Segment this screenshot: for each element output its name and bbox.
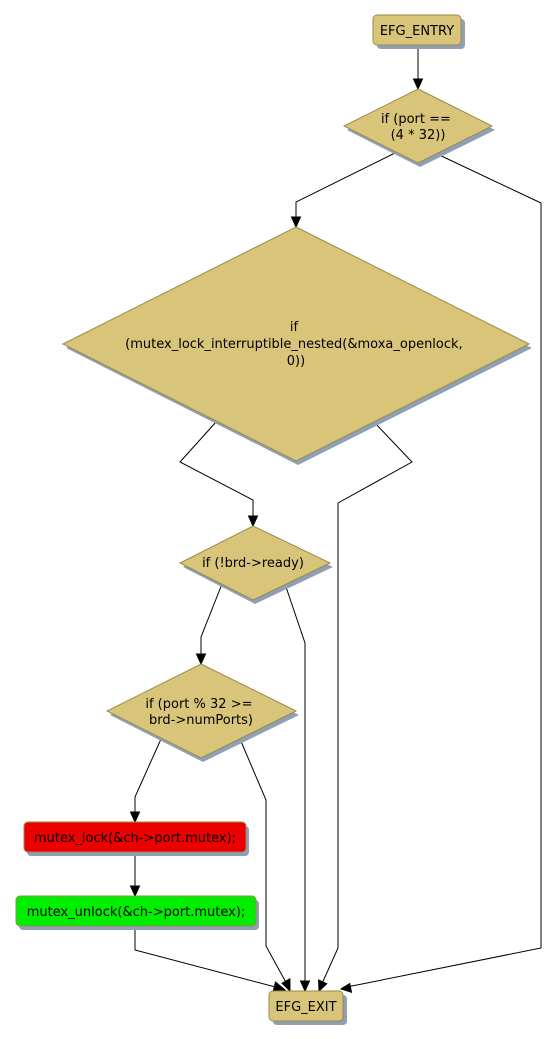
exit-box [268, 990, 344, 1022]
entry-label: EFG_ENTRY [380, 24, 454, 39]
port-check-label: if (port == (4 * 32)) [381, 112, 455, 143]
lock-label: mutex_lock(&ch->port.mutex); [34, 831, 236, 846]
node-ready-check[interactable]: if (!brd->ready) [178, 525, 333, 604]
numports-check-diamond [105, 663, 298, 759]
edge-mutex-check-to-exit [319, 421, 413, 989]
arrowhead [339, 982, 353, 994]
lock-box [23, 821, 247, 853]
unlock-label: mutex_unlock(&ch->port.mutex); [27, 905, 246, 920]
ready-check-label: if (!brd->ready) [202, 556, 304, 571]
arrowhead [129, 885, 141, 898]
numports-check-label: if (port % 32 >= brd->numPorts) [145, 697, 256, 728]
node-numports-check[interactable]: if (port % 32 >= brd->numPorts) [105, 663, 299, 762]
node-efg-entry[interactable]: EFG_ENTRY [372, 14, 465, 49]
node-efg-exit[interactable]: EFG_EXIT [268, 990, 347, 1025]
edge-mutex-check-to-ready-check [179, 421, 254, 523]
exit-label: EFG_EXIT [275, 1000, 336, 1015]
arrowhead [272, 981, 287, 992]
port-check-line-1: if (port == [381, 112, 451, 127]
edge-numports-check-to-lock [134, 738, 162, 819]
node-port-check[interactable]: if (port == (4 * 32)) [342, 88, 495, 167]
edge-numports-check-to-exit [239, 738, 290, 989]
entry-box [372, 14, 462, 46]
arrowhead [281, 977, 291, 993]
port-check-line-2: (4 * 32)) [391, 128, 446, 143]
mutex-check-line-3: 0)) [287, 354, 305, 369]
edge-ready-check-to-numports-check [200, 583, 223, 661]
arrowhead [299, 980, 311, 993]
numports-check-line-2: brd->numPorts) [149, 713, 253, 728]
node-mutex-check[interactable]: if (mutex_lock_interruptible_nested(&mox… [61, 226, 532, 465]
edge-ready-check-to-exit [284, 583, 306, 985]
edge-port-check-to-exit [341, 152, 542, 989]
node-mutex-unlock[interactable]: mutex_unlock(&ch->port.mutex); [15, 895, 259, 930]
arrowhead [247, 515, 259, 528]
arrowhead [290, 216, 302, 229]
mutex-check-diamond [61, 226, 531, 462]
edge-unlock-to-exit [134, 928, 284, 990]
ready-check-diamond [178, 525, 332, 601]
unlock-box [15, 895, 257, 927]
mutex-check-line-1: if [290, 320, 299, 335]
arrowhead [195, 653, 207, 666]
arrowhead [129, 811, 141, 824]
node-mutex-lock[interactable]: mutex_lock(&ch->port.mutex); [23, 821, 249, 856]
numports-check-line-1: if (port % 32 >= [145, 697, 252, 712]
mutex-check-label: if (mutex_lock_interruptible_nested(&mox… [125, 320, 467, 369]
edge-port-check-to-mutex-check [295, 152, 396, 224]
arrowhead [318, 979, 328, 993]
edges [129, 46, 542, 994]
port-check-diamond [342, 88, 494, 164]
arrowhead [412, 78, 424, 91]
mutex-check-line-2: (mutex_lock_interruptible_nested(&moxa_o… [125, 337, 463, 352]
